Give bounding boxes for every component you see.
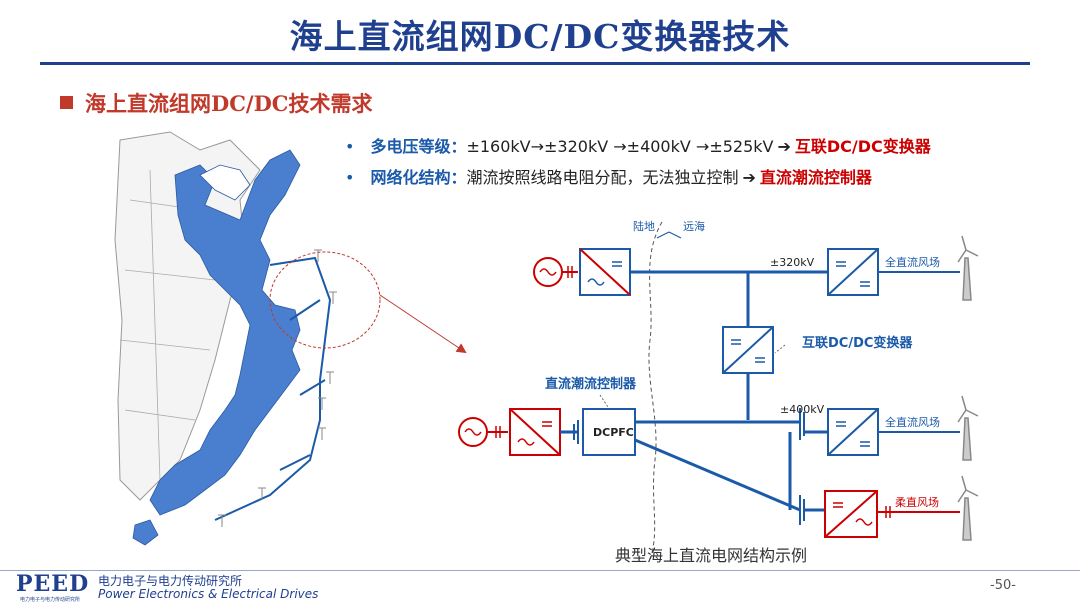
- arrow-right-icon: ➔: [777, 137, 791, 156]
- line-to-flex-farm: [634, 438, 801, 512]
- organization-name-en: Power Electronics & Electrical Drives: [98, 587, 319, 601]
- wind-turbine-icon: [957, 475, 979, 541]
- voltage-320-label: ±320kV: [770, 256, 815, 269]
- sea-label: 远海: [683, 219, 705, 233]
- boundary-arrows-icon: [656, 231, 682, 239]
- bullet-result: 互联DC/DC变换器: [794, 137, 931, 156]
- map-province-lines: [119, 169, 216, 481]
- organization-name-cn: 电力电子与电力传动研究所: [98, 574, 243, 588]
- title-divider: [40, 62, 1030, 65]
- wind-turbine-icon: [957, 235, 979, 301]
- wind-farm-2-label: 全直流风场: [885, 415, 940, 429]
- map-zoom-arrow: [379, 294, 467, 354]
- bullet-dot-icon: •: [345, 168, 355, 187]
- wind-flex-label: 柔直风场: [895, 495, 939, 509]
- map-turbine-icons: [218, 249, 337, 527]
- page-number: -50-: [990, 578, 1016, 593]
- dcpfc-label: DCPFC: [593, 426, 634, 439]
- footer-divider: [0, 570, 1080, 571]
- bullet-dot-icon: •: [345, 137, 355, 156]
- wind-turbine-icon: [957, 395, 979, 461]
- section-heading: 海上直流组网DC/DC技术需求: [60, 88, 373, 118]
- square-bullet-icon: [60, 96, 73, 109]
- diagram-caption: 典型海上直流电网结构示例: [615, 546, 808, 565]
- arrow-right-icon: ➔: [742, 168, 756, 187]
- peed-logo-subtext: 电力电子与电力传动研究所: [20, 597, 81, 603]
- transformer-icon-bottom: [495, 426, 501, 438]
- bullet-voltage-levels: • 多电压等级：±160kV→±320kV →±400kV →±525kV➔互联D…: [345, 133, 931, 157]
- controller-label: 直流潮流控制器: [545, 376, 637, 392]
- bullet-label: 网络化结构：: [370, 168, 467, 187]
- slide-title: 海上直流组网DC/DC变换器技术: [289, 17, 791, 56]
- bullet-result: 直流潮流控制器: [759, 168, 872, 187]
- land-label: 陆地: [633, 219, 655, 233]
- peed-logo: PEED: [16, 571, 90, 597]
- dc-grid-diagram: 陆地 远海 ±320kV 全直流风场 互联DC/DC变换器 直流潮流控制器: [458, 219, 979, 561]
- map-offshore-grid: [214, 256, 332, 521]
- coastal-map: [114, 131, 467, 546]
- land-sea-boundary: [648, 221, 663, 561]
- wind-farm-1-label: 全直流风场: [885, 255, 940, 269]
- interconnect-label: 互联DC/DC变换器: [802, 335, 913, 351]
- map-coastal-provinces: [149, 149, 301, 516]
- bullet-text: 潮流按照线路电阻分配，无法独立控制: [466, 168, 739, 187]
- bullet-network-structure: • 网络化结构：潮流按照线路电阻分配，无法独立控制➔直流潮流控制器: [345, 164, 872, 188]
- map-highlight-ellipse: [269, 251, 381, 349]
- bullet-text: ±160kV→±320kV →±400kV →±525kV: [466, 137, 774, 156]
- map-peninsula: [199, 164, 251, 201]
- dcpfc-box: [582, 408, 636, 456]
- section-heading-text: 海上直流组网DC/DC技术需求: [85, 91, 373, 116]
- voltage-400-label: ±400kV: [780, 403, 825, 416]
- bullet-label: 多电压等级：: [370, 137, 467, 156]
- transformer-icon-top: [567, 266, 573, 278]
- map-hainan-island: [132, 519, 159, 546]
